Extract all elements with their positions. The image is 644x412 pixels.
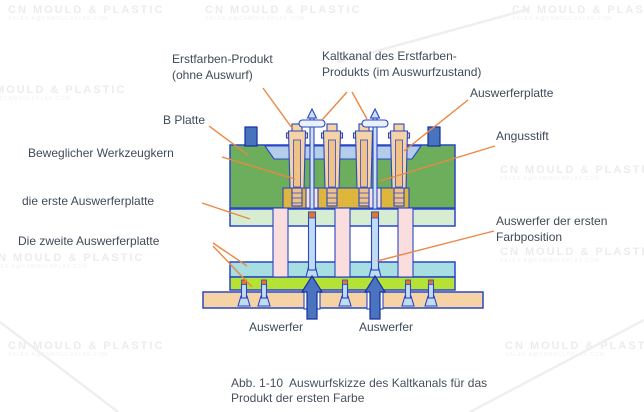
watermark-stroke: [0, 321, 119, 412]
watermark-stroke: [336, 7, 530, 64]
label-b-platte: B Platte: [163, 113, 206, 127]
leader-angusstift: [379, 145, 496, 182]
leader-zweite-platte-b: [212, 245, 253, 288]
label-auswerferplatte: Auswerferplatte: [470, 86, 554, 100]
leader-kaltkanal-a: [321, 91, 348, 121]
label-erste-auswerferplatte: die erste Auswerferplatte: [22, 194, 155, 208]
leader-werkzeugkern: [221, 156, 296, 180]
leader-zweite-platte-a: [212, 242, 248, 267]
leader-b-platte: [208, 125, 249, 156]
leader-auswerfer-farbposition: [376, 230, 495, 262]
support-pillar: [272, 207, 289, 278]
watermark-stroke: [469, 318, 644, 412]
leader-kaltkanal-b: [351, 91, 368, 120]
support-pillar: [334, 207, 351, 278]
label-erstfarben-produkt: Erstfarben-Produkt (ohne Auswurf): [172, 52, 273, 83]
guide-peg-left: [244, 126, 258, 147]
label-kaltkanal: Kaltkanal des Erstfarben- Produkts (im A…: [322, 49, 482, 80]
label-auswerfer-farbposition: Auswerfer der ersten Farbposition: [496, 214, 608, 245]
label-auswerfer-rechts: Auswerfer: [359, 320, 414, 334]
support-pillar: [397, 207, 414, 278]
label-zweite-auswerferplatte: Die zweite Auswerferplatte: [18, 234, 160, 248]
figure-caption: Abb. 1-10 Auswurfskizze des Kaltkanals f…: [231, 376, 488, 405]
label-auswerfer-links: Auswerfer: [249, 320, 304, 334]
leader-erste-platte: [201, 202, 251, 220]
leader-auswerferplatte: [403, 99, 469, 152]
label-beweglicher-werkzeugkern: Beweglicher Werkzeugkern: [28, 146, 174, 160]
leader-erstfarben-produkt: [262, 87, 293, 129]
label-angusstift: Angusstift: [496, 129, 549, 143]
